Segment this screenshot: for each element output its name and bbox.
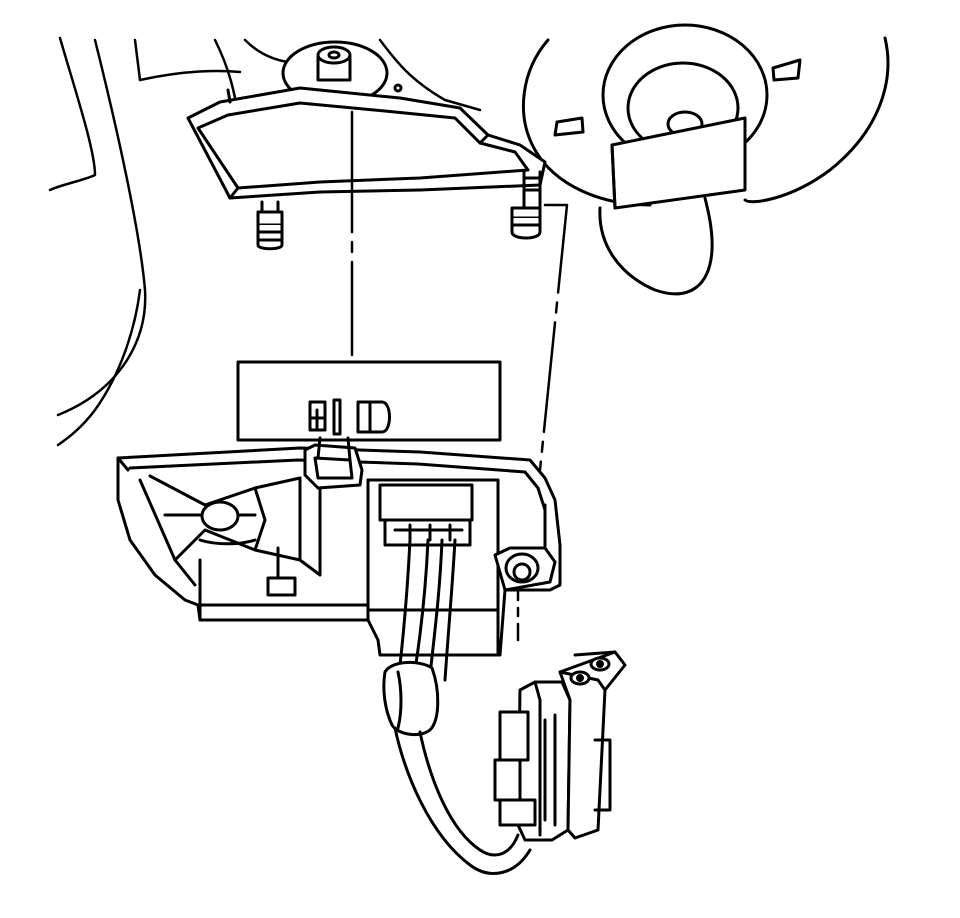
blower-motor (523, 25, 887, 294)
housing-outline (50, 38, 480, 445)
mounting-stud-left (258, 202, 282, 249)
mounting-stud-right (512, 172, 540, 238)
harness-connector (495, 652, 625, 840)
wiring-harness (384, 540, 530, 873)
mounting-bracket (188, 88, 545, 198)
